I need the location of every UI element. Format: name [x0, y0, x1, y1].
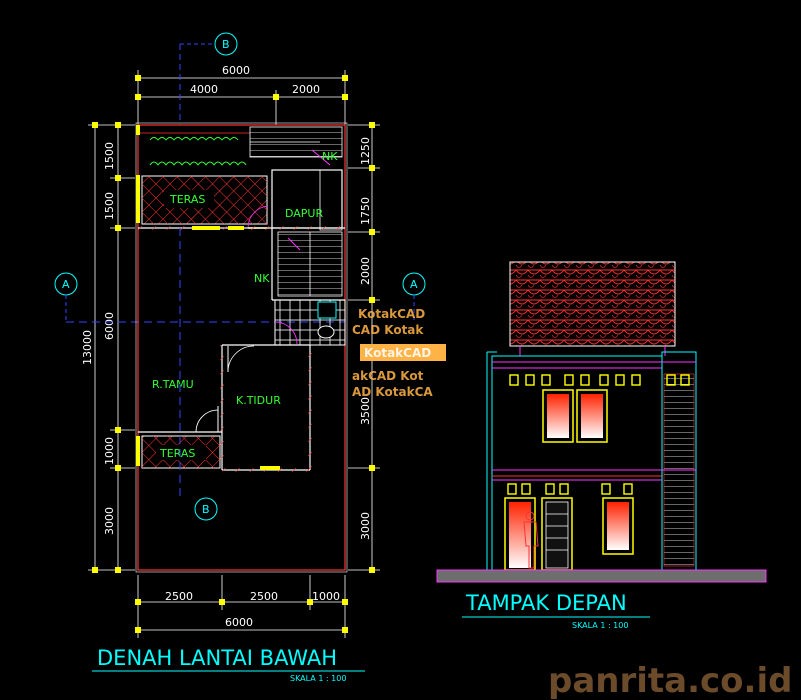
dim-right-part: 1750: [359, 197, 372, 225]
watermark-line: KotakCAD: [358, 307, 425, 321]
dim-right-part: 2000: [359, 257, 372, 285]
dim-left-total: 13000: [81, 330, 94, 365]
room-label-dapur: DAPUR: [285, 207, 323, 220]
grid-marker-bottom: B: [179, 228, 218, 521]
dim-left-part: 3000: [103, 507, 116, 535]
left-dimensions: [88, 124, 135, 571]
floor-plan: 6000 4000 2000 B 13000 1500: [54, 32, 426, 683]
dim-bottom-part: 2500: [165, 590, 193, 603]
dim-left-part: 1500: [103, 192, 116, 220]
outer-walls: [135, 122, 348, 573]
teras-top: TERAS: [141, 175, 268, 225]
grid-marker-top: B: [179, 32, 238, 125]
floor-plan-scale: SKALA 1 : 100: [290, 674, 346, 683]
floor-plan-title: DENAH LANTAI BAWAH: [97, 646, 337, 670]
dim-left-part: 1000: [103, 437, 116, 465]
elevation-title: TAMPAK DEPAN: [465, 591, 627, 615]
room-label-teras-bottom: TERAS: [159, 447, 195, 460]
grid-label-b: B: [222, 38, 230, 51]
elevation-scale: SKALA 1 : 100: [572, 621, 628, 630]
brand-watermark: panrita.co.id: [548, 661, 792, 700]
room-label-nk: NK: [322, 150, 338, 163]
bathroom: [274, 299, 346, 346]
dim-right-part: 3500: [359, 397, 372, 425]
dim-top-part: 2000: [292, 83, 320, 96]
dim-left-part: 1500: [103, 142, 116, 170]
grid-label-a: A: [62, 278, 70, 291]
watermark: KotakCAD CAD Kotak KotakCAD akCAD Kot AD…: [352, 307, 446, 399]
stair-top: NK: [249, 126, 343, 166]
lower-vents: [507, 483, 633, 495]
dim-bottom-total: 6000: [225, 616, 253, 629]
room-label-nk-mid: NK: [254, 272, 270, 285]
grid-marker-right: A: [402, 272, 426, 322]
top-dimensions: [137, 70, 346, 125]
front-elevation: TAMPAK DEPAN SKALA 1 : 100: [436, 261, 767, 630]
room-label-teras: TERAS: [169, 193, 205, 206]
lower-windows: [504, 497, 634, 571]
dim-bottom-part: 2500: [250, 590, 278, 603]
dim-top-part: 4000: [190, 83, 218, 96]
room-label-k-tidur: K.TIDUR: [236, 394, 281, 407]
stair-middle: NK: [254, 231, 343, 297]
doors: [195, 345, 255, 433]
room-label-r-tamu: R.TAMU: [152, 378, 194, 391]
watermark-line: AD KotakCA: [352, 385, 433, 399]
watermark-line: akCAD Kot: [352, 369, 424, 383]
person-figure: [523, 511, 539, 569]
grid-label-b: B: [202, 503, 210, 516]
watermark-line: KotakCAD: [364, 346, 431, 360]
teras-bottom: TERAS: [141, 435, 221, 469]
front-door: [541, 497, 573, 571]
ground: [436, 569, 767, 583]
grid-label-a: A: [410, 278, 418, 291]
upper-vents: [509, 374, 690, 386]
dim-right-part: 1250: [359, 137, 372, 165]
dim-right-part: 3000: [359, 512, 372, 540]
upper-windows: [542, 389, 608, 443]
roof: [509, 261, 676, 347]
dim-left-part: 6000: [103, 312, 116, 340]
windows: [136, 125, 280, 470]
dim-top-total: 6000: [222, 64, 250, 77]
garden-strip: [140, 132, 250, 166]
dim-bottom-part: 1000: [312, 590, 340, 603]
watermark-line: CAD Kotak: [352, 323, 424, 337]
grid-marker-left: A: [54, 272, 345, 323]
